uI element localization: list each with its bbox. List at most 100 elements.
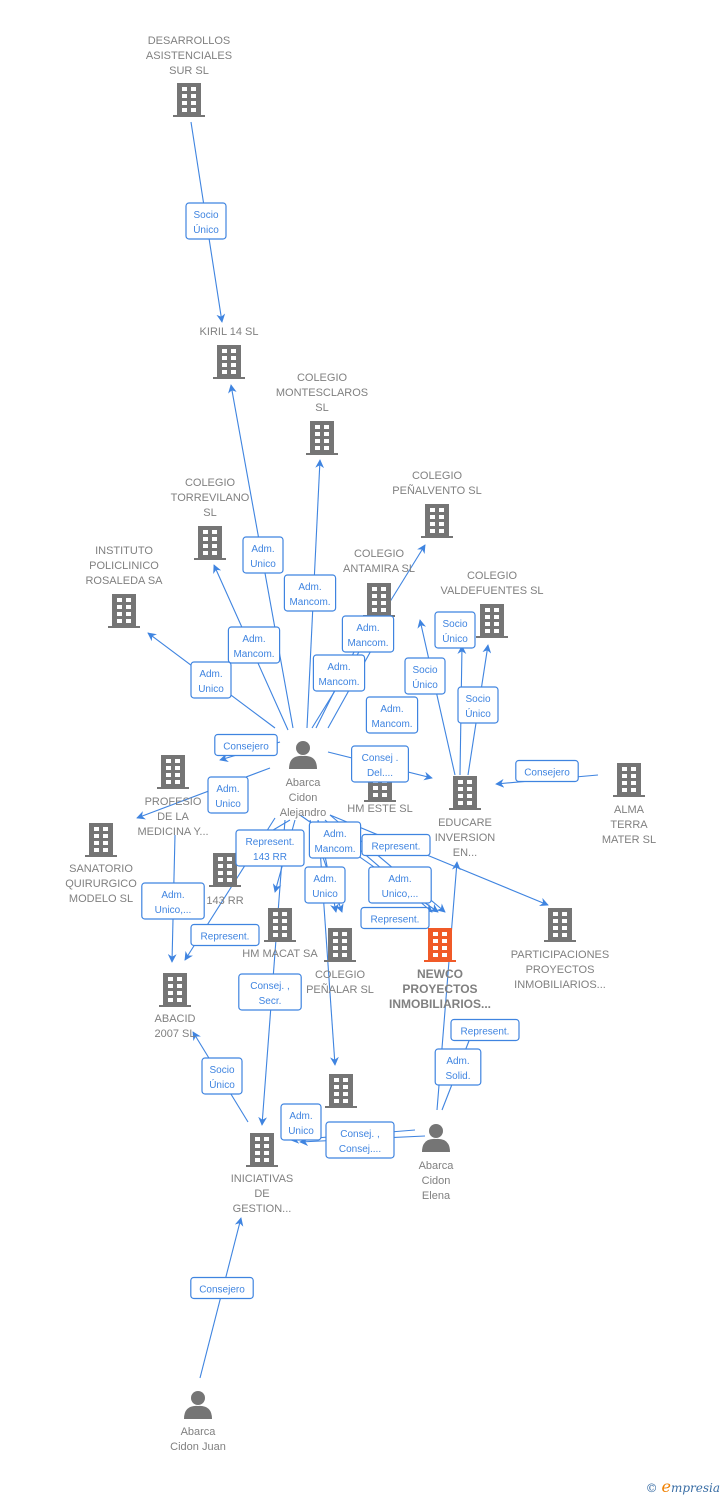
node-label: DE LA xyxy=(157,811,189,823)
edge-label-text: Adm. xyxy=(199,669,222,680)
node-label: INMOBILIARIOS... xyxy=(389,997,491,1011)
edge-label-text: Consejero xyxy=(223,742,269,753)
company-node[interactable]: 143 RR xyxy=(206,853,244,907)
node-label: DESARROLLOS xyxy=(148,35,231,47)
edge-label[interactable]: Adm.Solid. xyxy=(434,1048,482,1086)
edge-label-text: Adm. xyxy=(251,544,274,555)
company-node[interactable]: PARTICIPACIONESPROYECTOSINMOBILIARIOS... xyxy=(511,908,609,991)
edge-label[interactable]: Consej. ,Secr. xyxy=(238,973,302,1011)
edge-label[interactable]: Represent. xyxy=(450,1018,520,1042)
building-icon xyxy=(306,421,338,455)
company-node[interactable]: NEWCOPROYECTOSINMOBILIARIOS... xyxy=(389,928,491,1011)
edge-label-text: Represent. xyxy=(372,842,421,853)
building-icon xyxy=(85,823,117,857)
node-label: COLEGIO xyxy=(467,570,518,582)
edge-label[interactable]: Consejero xyxy=(515,759,579,783)
company-node[interactable] xyxy=(325,1074,357,1108)
node-label: PARTICIPACIONES xyxy=(511,949,609,961)
company-node[interactable]: HM MACAT SA xyxy=(242,908,318,960)
edge-label[interactable]: Adm.Unico xyxy=(207,776,249,814)
edge-line xyxy=(136,767,271,820)
person-icon xyxy=(422,1124,450,1152)
empresia-logo[interactable]: © empresia xyxy=(646,1477,720,1496)
edge-label-text: Represent. xyxy=(201,932,250,943)
edge-label[interactable]: Consejero xyxy=(214,733,278,757)
edge-label-text: Secr. xyxy=(259,996,282,1007)
edge-label[interactable]: Adm.Mancom. xyxy=(308,821,362,859)
edge-label[interactable]: Adm.Unico xyxy=(190,661,232,699)
company-node[interactable]: KIRIL 14 SL xyxy=(200,326,259,379)
node-label: QUIRURGICO xyxy=(65,878,137,890)
node-label: COLEGIO xyxy=(354,548,405,560)
edge-label[interactable]: Adm.Mancom. xyxy=(341,615,395,653)
edge-label[interactable]: Adm.Mancom. xyxy=(283,574,337,612)
company-node[interactable]: EDUCAREINVERSIONEN... xyxy=(435,776,496,859)
edge-label-text: Unico xyxy=(250,559,276,570)
edge-label[interactable]: Adm. Unico xyxy=(242,536,284,574)
edge-label-text: Consej . xyxy=(362,753,399,764)
node-label: TORREVILANO xyxy=(171,492,250,504)
edge-label[interactable]: Consejero xyxy=(190,1276,254,1300)
building-icon xyxy=(424,928,456,962)
node-label: Alejandro xyxy=(280,807,326,819)
node-label: SUR SL xyxy=(169,65,209,77)
edge-label[interactable]: Adm.Unico,... xyxy=(141,882,205,920)
edge-label[interactable]: Adm.Mancom. xyxy=(227,626,281,664)
edge-label[interactable]: Represent.143 RR xyxy=(235,829,305,867)
building-icon xyxy=(213,345,245,379)
node-label: ANTAMIRA SL xyxy=(343,563,415,575)
node-label: COLEGIO xyxy=(297,372,348,384)
edge-label[interactable]: Adm.Mancom. xyxy=(365,696,419,734)
node-label: SL xyxy=(203,507,216,519)
edge-label[interactable]: Consej. ,Consej.... xyxy=(325,1121,395,1159)
node-label: 143 RR xyxy=(206,895,243,907)
company-node[interactable]: COLEGIO ANTAMIRA SL xyxy=(343,548,415,617)
edge-label-text: Unico xyxy=(288,1126,314,1137)
edge-label[interactable]: Represent. xyxy=(360,906,430,930)
edge-label-text: Socio xyxy=(442,619,467,630)
node-label: GESTION... xyxy=(233,1203,292,1215)
node-label: POLICLINICO xyxy=(89,560,159,572)
edge-label-text: Adm. xyxy=(327,662,350,673)
edge-label-text: Único xyxy=(465,707,491,720)
edge-labels-layer: SocioÚnicoAdm.UnicoAdm.Mancom.Adm.Mancom… xyxy=(141,202,579,1300)
edge-label[interactable]: Adm.Unico xyxy=(280,1103,322,1141)
edge-label[interactable]: Consej .Del.... xyxy=(351,745,410,783)
node-label: HM ESTE SL xyxy=(347,803,412,815)
edge-label[interactable]: Represent. xyxy=(361,833,431,857)
node-label: COLEGIO xyxy=(412,470,463,482)
node-label: Abarca xyxy=(286,777,322,789)
edge-label[interactable]: Adm.Unico,... xyxy=(368,866,432,904)
edge-label[interactable]: Represent. xyxy=(190,923,260,947)
edge-label[interactable]: Adm.Unico xyxy=(304,866,346,904)
building-icon xyxy=(449,776,481,810)
copyright-symbol: © xyxy=(645,1481,658,1495)
building-icon xyxy=(246,1133,278,1167)
edge-label[interactable]: Adm.Mancom. xyxy=(312,654,366,692)
edge-line xyxy=(417,619,456,776)
company-node[interactable]: INICIATIVASDEGESTION... xyxy=(231,1133,294,1215)
node-label: Elena xyxy=(422,1190,451,1202)
edge-label-text: Único xyxy=(442,632,468,645)
